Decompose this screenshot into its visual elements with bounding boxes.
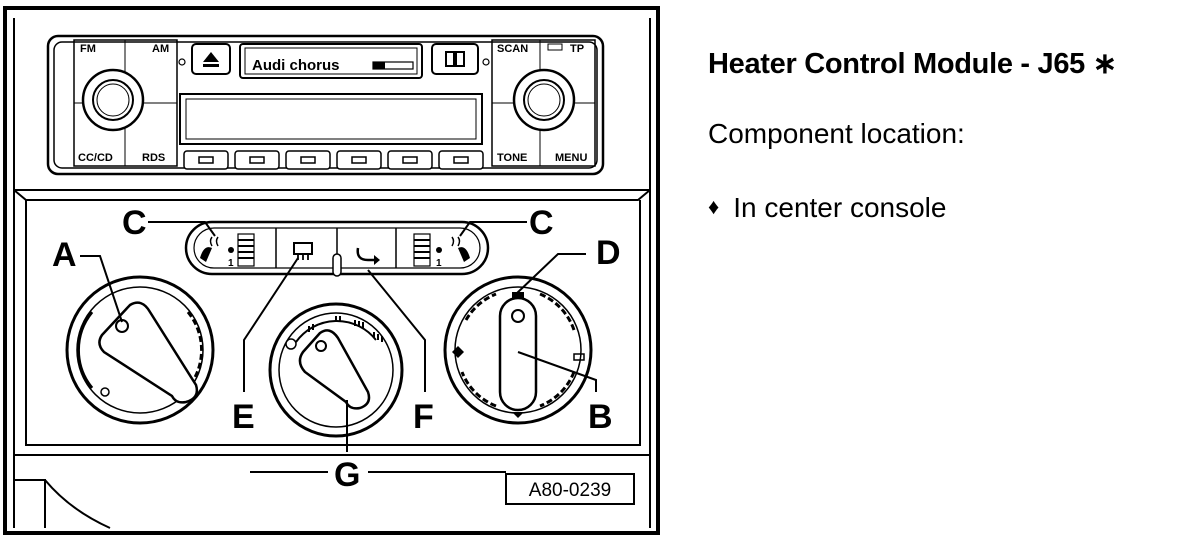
radio-brand: Audi chorus <box>252 57 340 74</box>
callout-c-left: C <box>122 204 147 242</box>
temperature-knob <box>65 275 215 425</box>
radio-label-cc-cd: CC/CD <box>78 152 113 164</box>
rear-defrost-icon <box>293 242 313 260</box>
callout-a: A <box>52 236 77 274</box>
radio-label-fm: FM <box>80 43 96 55</box>
callout-e: E <box>232 398 255 436</box>
eject-icon <box>203 52 219 62</box>
component-location-heading: Component location: <box>708 118 965 149</box>
recirculation-icon <box>356 247 380 265</box>
radio-label-rds: RDS <box>142 152 165 164</box>
radio-label-tone: TONE <box>497 152 527 164</box>
figure-frame <box>3 6 660 535</box>
svg-text:1: 1 <box>228 258 234 269</box>
callout-leaders <box>80 221 597 473</box>
dashboard-outline <box>13 18 651 529</box>
fan-speed-knob <box>268 302 404 438</box>
diamond-bullet-icon: ♦ <box>708 194 720 219</box>
location-bullet-text: In center console <box>733 192 947 223</box>
seat-heater-right-icon: 1 <box>413 233 470 269</box>
page-title: Heater Control Module - J65 ∗ <box>708 48 1117 80</box>
radio-label-scan: SCAN <box>497 43 528 55</box>
svg-text:1: 1 <box>436 258 442 269</box>
radio-label-menu: MENU <box>555 152 587 164</box>
figure-code: A80-0239 <box>529 480 611 501</box>
callout-g: G <box>334 456 360 494</box>
cassette-slot <box>179 93 483 145</box>
radio-label-am: AM <box>152 43 169 55</box>
air-distribution-knob <box>443 275 593 425</box>
callout-b: B <box>588 398 613 436</box>
preset-buttons <box>183 150 484 170</box>
radio-label-tp: TP <box>570 43 584 55</box>
location-bullet: ♦ In center console <box>708 192 946 224</box>
callout-f: F <box>413 398 434 436</box>
seat-heater-left-icon: 1 <box>200 233 255 269</box>
callout-c-right: C <box>529 204 554 242</box>
figure-code-box <box>505 473 635 505</box>
radio-unit: FM AM CC/CD RDS Audi chorus <box>46 34 605 176</box>
callout-d: D <box>596 234 621 272</box>
switch-strip: 1 1 <box>184 220 490 277</box>
